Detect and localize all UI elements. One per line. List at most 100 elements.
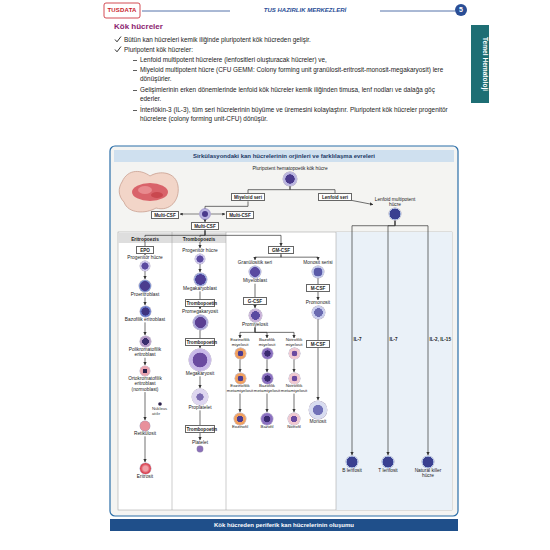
cell-node: Bazofil xyxy=(254,412,281,430)
blood-cell xyxy=(140,366,150,376)
blood-cell xyxy=(249,266,261,278)
connector xyxy=(240,327,255,338)
node-text: Eozinofilik metamiyelosit xyxy=(227,384,254,394)
blood-cell xyxy=(312,266,324,278)
blood-cell xyxy=(189,349,211,371)
blood-cell xyxy=(139,280,151,292)
node-text: Multi-CSF xyxy=(193,224,218,229)
cell-node: Megakaryosit xyxy=(178,348,222,376)
node-text: Natural killer hücre xyxy=(410,468,446,479)
cell-node: Nötrofilik miyelosit xyxy=(281,338,308,360)
cell-node: Platelet xyxy=(180,440,220,452)
connector xyxy=(281,254,318,260)
cytokine-box: Multi-CSF xyxy=(226,211,254,219)
connector xyxy=(145,392,146,420)
sub-bullet-text: Gelişimlerinin erken dönemlerinde lenfoi… xyxy=(140,86,456,103)
node-text: Pluripotent hematopoetik kök hücre xyxy=(245,166,335,171)
cytokine-box: Lenfoid seri xyxy=(318,193,352,201)
cytokine-box: M-CSF xyxy=(306,340,330,348)
cytokine-box: G-CSF xyxy=(243,297,267,305)
blood-cell xyxy=(289,348,300,359)
cytokine-box: Trombopoetin xyxy=(185,425,215,433)
node-text: Eozinofilik miyelosit xyxy=(227,338,254,348)
blood-cell xyxy=(262,373,273,384)
node-text: Progenitör hücre xyxy=(180,248,220,253)
connector xyxy=(200,376,201,388)
section-tab xyxy=(471,25,489,103)
cell-node: Eozinofilik metamiyelosit xyxy=(227,372,254,394)
bone-marrow xyxy=(151,192,163,198)
connector xyxy=(352,221,395,455)
cell-node: Megakaryoblast xyxy=(178,272,222,291)
column-header: Eritropoezis xyxy=(120,237,170,242)
running-header: TUS HAZIRLIK MERKEZLERİ xyxy=(230,7,380,13)
node-text: Nötrofil xyxy=(281,425,308,430)
dash-bullet xyxy=(133,90,137,91)
node-text: Nötrofilik miyelosit xyxy=(281,338,308,348)
connector xyxy=(318,319,319,400)
connector xyxy=(395,221,428,455)
bone-marrow xyxy=(138,186,152,194)
blood-cell xyxy=(309,401,327,419)
cell-node: Proplatelet xyxy=(180,388,220,410)
cell-node: Promegakaryosit xyxy=(178,309,222,330)
logo-frame xyxy=(104,3,140,18)
sub-bullet-text: İnterlökin-3 (IL-3), tüm seri hücrelerin… xyxy=(140,106,456,123)
node-text: Eozinofil xyxy=(227,425,254,430)
blood-cell xyxy=(346,456,358,468)
node-text: M-CSF xyxy=(308,342,329,347)
leader-arrow xyxy=(211,214,225,215)
node-text: Miyeloid seri xyxy=(233,195,264,200)
node-text: EPO xyxy=(138,248,153,253)
node-text: Nötrofilik metamiyelosit xyxy=(281,384,308,394)
blood-cell xyxy=(140,306,151,317)
blood-cell xyxy=(289,373,300,384)
node-text: Granülositik seri xyxy=(235,260,275,265)
section-tab-text: Temel Hematoloji xyxy=(471,25,489,103)
blood-cell xyxy=(288,413,300,425)
cell-node: Progenitör hücre xyxy=(125,255,165,271)
cell-node: Ortokromatofilik eritroblast (normoblast… xyxy=(122,365,168,392)
node-text: Proeritroblast xyxy=(123,292,167,297)
connector xyxy=(294,394,295,412)
cell-node: Nötrofilik metamiyelosit xyxy=(281,372,308,394)
cytokine-box: EPO xyxy=(136,246,154,254)
column-divider xyxy=(336,232,337,510)
cell-node: Eozinofilik miyelosit xyxy=(227,338,254,360)
node-text: B lenfosit xyxy=(334,468,370,473)
blood-cell xyxy=(382,456,394,468)
node-text: Multi-CSF xyxy=(228,213,253,218)
node-text: T lenfosit xyxy=(370,468,406,473)
cell-node: Progenitör hücre xyxy=(180,248,220,264)
cell-node: Retikülosit xyxy=(125,420,165,436)
blood-cell xyxy=(140,336,151,347)
cytokine-box: Multi-CSF xyxy=(151,211,179,219)
node-text: GM-CSF xyxy=(270,248,293,253)
node-text: Miyeloblast xyxy=(235,278,275,283)
cytokine-box: Trombopoetin xyxy=(185,299,215,307)
node-text: Promegakaryosit xyxy=(178,309,222,314)
column-header: Trombopoezis xyxy=(174,237,224,242)
connector xyxy=(267,394,268,412)
cytokine-box: Trombopoetin xyxy=(185,338,215,346)
blood-cell xyxy=(235,373,246,384)
node-text: Bazofilik eritroblast xyxy=(123,317,167,322)
node-text: Monosit serisi xyxy=(299,260,337,265)
cell-node: Eozinofil xyxy=(227,412,254,430)
cytokine-box: Miyeloid seri xyxy=(231,193,265,201)
connector xyxy=(255,327,294,338)
figure-title: Sirkülasyondaki kan hücrelerinin orjinle… xyxy=(114,153,454,159)
node-text: Trombopoetin xyxy=(187,301,214,306)
connector xyxy=(248,186,290,193)
check-mark xyxy=(115,37,121,42)
node-text: Proplatelet xyxy=(180,405,220,410)
node-text: M-CSF xyxy=(308,286,329,291)
cell-node: Polikromatofilik eritroblast xyxy=(122,335,168,358)
blood-cell xyxy=(283,172,297,186)
node-text: Promiyelosit xyxy=(235,322,275,327)
blood-cell xyxy=(389,208,401,220)
connector xyxy=(240,360,241,372)
cytokine-box: M-CSF xyxy=(306,284,330,292)
annotation: Nükleus atılır xyxy=(152,407,171,416)
